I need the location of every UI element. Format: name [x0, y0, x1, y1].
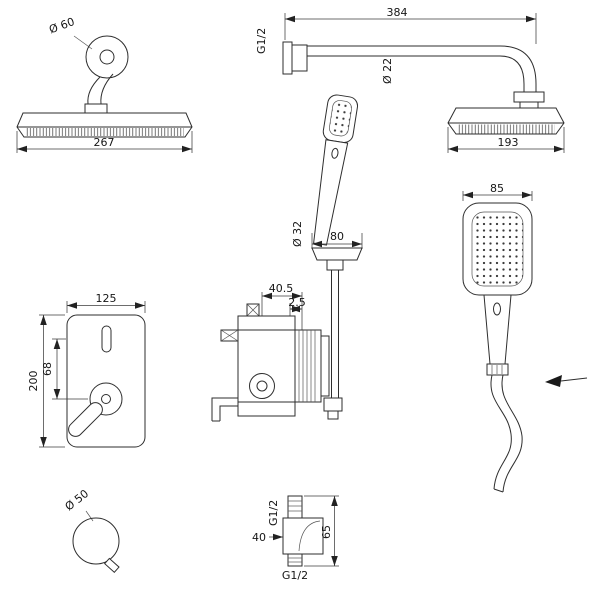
dim-125-label: 125	[96, 292, 117, 305]
escutcheon-circle	[72, 517, 120, 565]
overhead-shower-side-view: Ø 60 267	[16, 15, 193, 153]
outlet-elbow-view: G1/2 G1/2 65 40	[252, 495, 339, 582]
hose-outline-right	[501, 374, 523, 493]
elbow-bottom-outlet	[287, 553, 303, 567]
elbow-inner-bend	[298, 520, 321, 552]
handle-pivot	[101, 394, 111, 404]
dim-65-label: 65	[320, 525, 333, 539]
tilted-hand-shower	[313, 94, 359, 246]
handle-escutcheon-circle	[89, 382, 123, 416]
hose-end-cap	[493, 488, 504, 493]
arm-thread-label: G1/2	[255, 28, 268, 54]
rod-bottom-fitting	[323, 397, 343, 412]
valve-outlet-port-inner	[256, 380, 268, 392]
dim-267-label: 267	[94, 136, 115, 149]
mixer-lever-capsule	[68, 402, 103, 437]
escutcheon-diameter-label: Ø 50	[63, 487, 92, 513]
rod-bottom-stub	[327, 410, 339, 420]
flange-diameter-leader	[73, 35, 93, 50]
valve-outlet-port-outer	[249, 373, 275, 399]
mixer-valve-body-view: 40.5 2.5	[211, 282, 330, 422]
dim-200-label: 200	[27, 371, 40, 392]
dim-40-5-label: 40.5	[269, 282, 294, 295]
tilted-mode-button	[331, 147, 339, 159]
dim-384-label: 384	[387, 6, 408, 19]
dim-40-label: 40	[252, 531, 266, 544]
valve-main-body	[237, 315, 296, 417]
pointer-tail	[560, 377, 588, 382]
valve-top-stub-cross-2	[246, 303, 260, 317]
arm-pipe-outer	[307, 45, 537, 92]
dim-85-label: 85	[490, 182, 504, 195]
hose-outline-left	[490, 374, 512, 490]
supply-pipe-outer	[211, 397, 238, 421]
wall-escutcheon-view: Ø 50	[63, 487, 120, 574]
elbow-top-nipple	[287, 495, 303, 519]
hand-shower-front-view: 85	[462, 182, 588, 493]
mode-button	[493, 302, 501, 316]
pipe-diameter-label: Ø 22	[381, 58, 394, 84]
tilted-spray-face	[329, 100, 352, 137]
dim-193-label: 193	[498, 136, 519, 149]
head-union-nut	[513, 91, 545, 103]
overhead-head-nozzles	[457, 124, 555, 134]
arm-pipe-inner	[307, 55, 525, 92]
arm-curve-left	[87, 76, 101, 105]
holder-clamp	[326, 259, 344, 271]
valve-left-stub-cross-2	[220, 329, 239, 342]
arm-wall-nipple	[291, 44, 308, 72]
holder-cradle	[311, 247, 363, 261]
hand-shower-handle	[483, 294, 512, 365]
mixer-lever	[68, 402, 103, 437]
dim-68-label: 68	[41, 362, 54, 376]
escutcheon-stub-group	[103, 557, 120, 574]
arm-wall-plate	[282, 41, 293, 75]
valve-back-plate	[320, 335, 330, 397]
supply-pipe-inner	[219, 405, 238, 421]
escutcheon-stub	[103, 557, 120, 574]
elbow-thread-bottom-label: G1/2	[282, 569, 308, 582]
dim-2-5-label: 2.5	[288, 296, 306, 309]
elbow-body	[282, 517, 324, 555]
shower-head-nozzles	[25, 128, 184, 136]
hand-shower-holder-view: Ø 32 80	[291, 94, 363, 420]
holder-diameter-label: Ø 32	[291, 221, 304, 247]
shower-arm-front-view: G1/2 384 Ø 22 193	[255, 6, 565, 153]
hose-nut	[486, 363, 509, 376]
trim-plate-view: 125 200 68	[27, 292, 146, 448]
head-connector	[84, 103, 108, 114]
wall-flange-outer-circle	[85, 35, 129, 79]
wall-flange-inner-circle	[99, 49, 115, 65]
diverter-slot	[101, 325, 112, 353]
hand-shower-spray-face	[471, 211, 524, 287]
pointer-arrow-icon	[545, 375, 562, 387]
dim-80-label: 80	[330, 230, 344, 243]
escutcheon-leader	[85, 510, 94, 522]
elbow-thread-top-label: G1/2	[267, 500, 280, 526]
arm-curve-right	[100, 73, 114, 105]
flange-diameter-label: Ø 60	[47, 15, 76, 36]
